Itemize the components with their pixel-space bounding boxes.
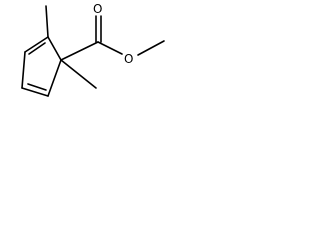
methoxy-bond	[137, 40, 165, 56]
ring-bond-c5-c1	[47, 59, 62, 97]
ring-bond-c1-c2	[47, 36, 62, 61]
methyl-bond-c1	[60, 59, 97, 89]
ring-bond-c3-c4	[21, 51, 26, 89]
ester-carbon-bond	[60, 41, 99, 61]
carbonyl-oxygen-label: O	[93, 2, 102, 16]
ester-single-bond	[97, 41, 123, 55]
ring-bond-c2-c3-inner	[28, 42, 46, 55]
structure-canvas: O O	[0, 0, 174, 110]
ester-oxygen-label: O	[124, 52, 133, 66]
ring-bond-c2-c3	[24, 36, 49, 53]
ring-bond-c4-c5	[21, 87, 49, 97]
molecule-structure: O O	[21, 2, 165, 97]
methyl-bond-c2	[45, 5, 49, 38]
ring-bond-c4-c5-inner	[27, 83, 47, 91]
